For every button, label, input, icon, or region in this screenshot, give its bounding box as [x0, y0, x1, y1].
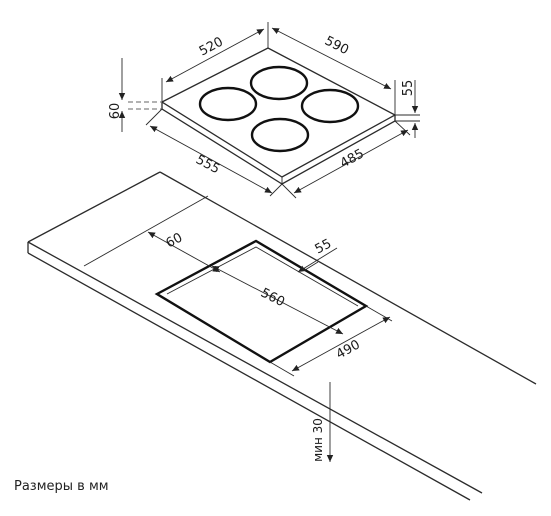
countertop-left-edge — [27, 171, 161, 243]
cooking-zone-rear — [249, 65, 309, 101]
countertop-drawing: 60 55 560 490 мин 30 — [27, 171, 537, 501]
dim-line-520 — [165, 28, 265, 83]
dim-label-555: 555 — [193, 152, 222, 177]
countertop-back-edge — [159, 171, 537, 385]
dim-line-555 — [149, 125, 273, 194]
countertop-front-edge — [27, 241, 483, 494]
ext-line — [269, 183, 283, 197]
dim-line-485 — [293, 129, 409, 194]
countertop-front-edge-lower — [27, 252, 471, 501]
cooking-zone-front — [250, 117, 310, 153]
dim-label-55-height: 55 — [401, 80, 416, 97]
dim-label-60-offset: 60 — [164, 230, 186, 251]
hob-drawing: 520 590 55 60 555 485 — [108, 22, 420, 199]
ext-line — [365, 305, 393, 322]
dim-label-min30: мин 30 — [311, 418, 325, 462]
dim-line-60-offset — [147, 231, 221, 273]
dim-label-55-offset: 55 — [313, 236, 335, 257]
dim-line-490 — [291, 316, 391, 372]
dim-label-590: 590 — [322, 34, 351, 59]
units-caption: Размеры в мм — [14, 479, 109, 494]
front-offset-guide — [83, 195, 209, 267]
dim-label-60-height: 60 — [108, 103, 123, 120]
cutout-opening — [154, 239, 369, 364]
dim-label-560: 560 — [258, 286, 287, 311]
ext-line — [269, 361, 295, 377]
dim-line-590 — [271, 27, 392, 90]
dim-label-490: 490 — [334, 337, 363, 362]
ext-line — [145, 108, 163, 126]
dim-label-520: 520 — [197, 34, 226, 59]
cooking-zone-right — [300, 88, 360, 124]
ext-line — [281, 183, 297, 199]
cooking-zone-left — [198, 86, 258, 122]
